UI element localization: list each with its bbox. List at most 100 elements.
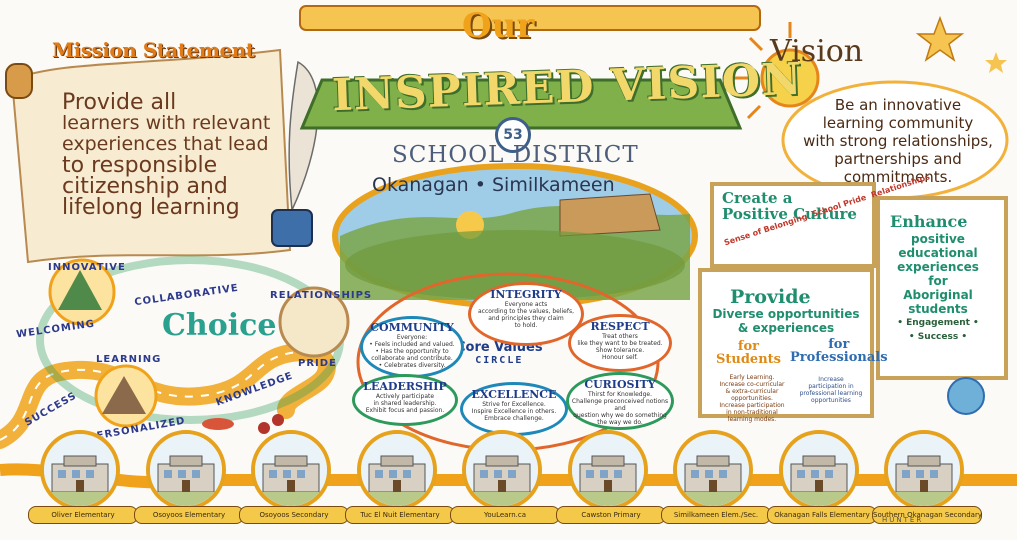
value-text: Honour self. <box>602 354 638 361</box>
value-text: according to the values, beliefs, <box>478 308 574 315</box>
ring-word-learning: LEARNING <box>96 354 162 365</box>
students-text-line: opportunities. <box>731 395 773 402</box>
students-text-line: Increase co-curricular <box>719 381 785 388</box>
title-region: Okanagan • Similkameen <box>372 174 615 196</box>
vision-line: commitments. <box>843 168 953 186</box>
provide-title: Provide <box>730 286 811 308</box>
school-item: Osoyoos Elementary <box>134 430 244 524</box>
value-text: Show tolerance. <box>595 347 645 354</box>
value-text: Thirst for Knowledge. <box>587 391 653 398</box>
school-building-icon <box>779 430 859 510</box>
value-text: question why we do something <box>573 412 667 419</box>
school-building-icon <box>568 430 648 510</box>
students-text-line: Increase participation <box>719 402 785 409</box>
school-label: Osoyoos Elementary <box>134 506 244 524</box>
enhance-line: experiences <box>897 260 979 274</box>
value-text: like they want to be treated. <box>577 340 663 347</box>
school-item: Osoyoos Secondary <box>239 430 349 524</box>
professionals-title-line: Professionals <box>790 350 888 365</box>
value-text: • Feels included and valued. <box>369 341 455 348</box>
school-item: Southern Okanagan Secondary <box>872 430 982 524</box>
value-title: EXCELLENCE <box>471 388 557 401</box>
title-school-district: SCHOOL DISTRICT <box>392 142 639 168</box>
school-item: Tuc El Nuit Elementary <box>345 430 455 524</box>
value-text: in shared leadership. <box>373 400 437 407</box>
vision-title: Vision <box>770 34 864 69</box>
value-title: INTEGRITY <box>490 288 562 301</box>
school-item: YouLearn.ca <box>450 430 560 524</box>
school-building-icon <box>40 430 120 510</box>
enhance-line: positive <box>911 232 965 246</box>
value-excellence: EXCELLENCE Strive for Excellence. Inspir… <box>460 382 568 436</box>
provide-text: Diverse opportunities & experiences <box>706 307 866 335</box>
value-text: Everyone: <box>396 334 428 341</box>
core-values-circle-label: CIRCLE <box>475 355 524 366</box>
culture-title-line: Create a <box>722 189 793 207</box>
provide-line: Diverse opportunities <box>712 307 860 321</box>
school-label: Cawston Primary <box>556 506 666 524</box>
mission-line: lifelong learning <box>62 195 240 220</box>
culture-panel <box>710 182 876 268</box>
school-label: Okanagan Falls Elementary <box>767 506 877 524</box>
students-text: Early Learning. Increase co-curricular &… <box>712 374 792 423</box>
enhance-line: students <box>908 302 968 316</box>
professionals-text: Increase participation in professional l… <box>790 376 872 404</box>
value-text: collaborate and contribute. <box>371 355 453 362</box>
value-text: Strive for Excellence. <box>482 401 546 408</box>
value-text: Everyone acts <box>504 301 548 308</box>
value-text: • Celebrates diversity. <box>378 362 446 369</box>
sun-icon <box>760 48 820 108</box>
professionals-text-line: participation in <box>808 383 854 390</box>
professionals-text-line: opportunities <box>811 397 851 404</box>
professionals-title-line: for <box>828 337 850 352</box>
students-text-line: & extra-curricular <box>725 388 779 395</box>
professionals-text-line: Increase <box>818 376 844 383</box>
vision-line: partnerships and <box>834 150 962 168</box>
value-title: CURIOSITY <box>584 378 656 391</box>
for-professionals-title: for Professionals <box>790 338 888 364</box>
enhance-line: educational <box>898 246 978 260</box>
vision-line: learning community <box>822 114 974 132</box>
provide-line: & experiences <box>737 321 835 335</box>
school-building-icon <box>251 430 331 510</box>
students-text-line: in non-traditional <box>726 409 778 416</box>
vision-line: Be an innovative <box>834 96 962 114</box>
value-community: COMMUNITY Everyone: • Feels included and… <box>360 316 464 378</box>
students-title-line: Students <box>716 352 781 367</box>
value-text: • Has the opportunity to <box>375 348 449 355</box>
value-respect: RESPECT Treat others like they want to b… <box>568 314 672 372</box>
star-icon <box>915 15 965 62</box>
school-item: Okanagan Falls Elementary <box>767 430 877 524</box>
enhance-line: for <box>928 274 948 288</box>
value-text: the way we do. <box>597 419 643 426</box>
ring-word-relationships: RELATIONSHIPS <box>270 290 373 301</box>
students-text-line: learning modes. <box>727 416 777 423</box>
globe-icon <box>947 377 985 415</box>
students-title-line: for <box>737 339 760 354</box>
value-title: RESPECT <box>590 320 650 333</box>
vision-statement: Be an innovative learning community with… <box>798 96 998 186</box>
value-text: Challenge preconceived notions and <box>571 398 669 412</box>
school-building-icon <box>462 430 542 510</box>
enhance-text: positive educational experiences for Abo… <box>882 232 994 344</box>
vision-line: with strong relationships, <box>803 132 993 150</box>
school-label: YouLearn.ca <box>450 506 560 524</box>
mission-line: citizenship and <box>62 174 228 199</box>
students-text-line: Early Learning. <box>729 374 775 381</box>
school-building-icon <box>146 430 226 510</box>
school-item: Oliver Elementary <box>28 430 138 524</box>
mission-line: Provide all <box>62 90 177 115</box>
value-text: Exhibit focus and passion. <box>365 407 445 414</box>
choice-label: Choice <box>162 308 277 343</box>
title-our: Our <box>462 6 535 46</box>
value-title: LEADERSHIP <box>363 380 447 393</box>
value-title: COMMUNITY <box>370 321 454 334</box>
mission-statement: Provide all learners with relevant exper… <box>62 90 282 220</box>
title-ribbon <box>299 78 743 130</box>
value-text: Embrace challenge. <box>484 415 544 422</box>
school-building-icon <box>673 430 753 510</box>
enhance-line: Aboriginal <box>903 288 973 302</box>
ring-word-innovative: INNOVATIVE <box>48 262 126 273</box>
provide-panel <box>698 268 874 418</box>
value-text: Treat others <box>602 333 638 340</box>
